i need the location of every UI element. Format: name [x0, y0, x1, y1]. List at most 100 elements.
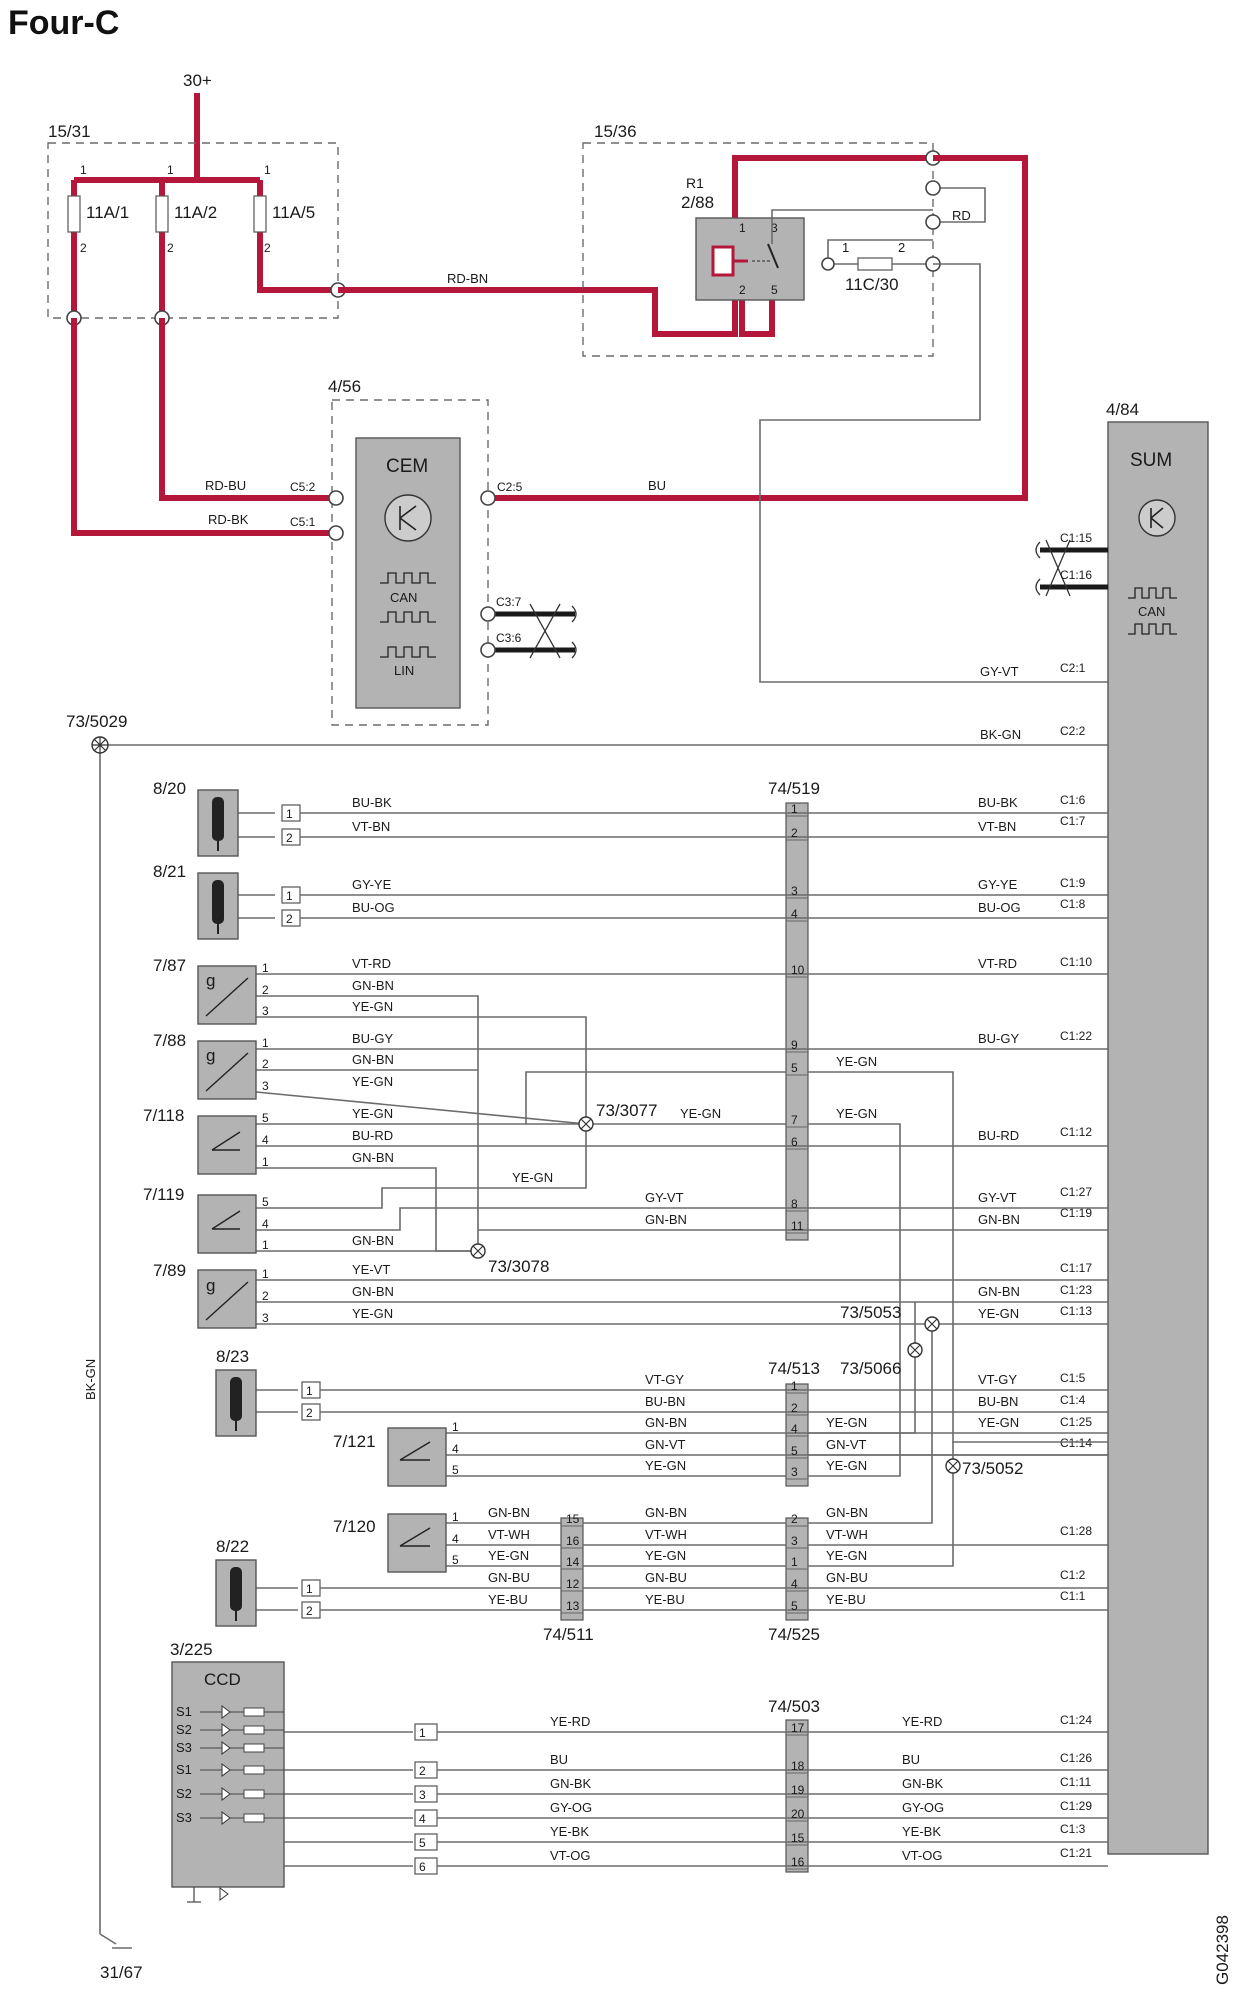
wire-label: GN-BN — [645, 1505, 687, 1520]
connector-pin-number: 2 — [791, 1512, 798, 1526]
pin-number: 1 — [262, 1036, 269, 1050]
splice-label: 73/3078 — [488, 1257, 549, 1276]
wire — [808, 1123, 901, 1477]
wire — [808, 1324, 933, 1524]
sensor-icon — [230, 1377, 242, 1421]
pin-number: 5 — [452, 1463, 459, 1477]
connector-pin-number: 16 — [566, 1534, 580, 1548]
wire-label: YE-GN — [645, 1458, 686, 1473]
diagram-title: Four-C — [8, 4, 120, 42]
wire-label: VT-GY — [645, 1372, 684, 1387]
splice-cross — [472, 1245, 484, 1257]
ccd-resistor-icon — [243, 1813, 265, 1823]
component-ccd: 3/225 CCD — [170, 1640, 285, 1903]
wire-label: YE-GN — [826, 1548, 867, 1563]
yaw-sensor-icon — [211, 1210, 241, 1230]
sum-pin-label: C1:16 — [1060, 568, 1092, 582]
ccd-diode-icon — [219, 1887, 229, 1901]
fuse-11c30: 11C/30 — [845, 275, 899, 294]
pin-number: 3 — [419, 1788, 426, 1802]
sum-pin-labels: C1:15C1:16C2:1C2:2C1:6C1:7C1:9C1:8C1:10C… — [980, 531, 1092, 1860]
wire-label: GY-OG — [902, 1800, 944, 1815]
pin-number: 1 — [306, 1384, 313, 1398]
cem-pin: C5:1 — [290, 515, 316, 529]
component-7-121: 7/121 — [333, 1427, 447, 1487]
sum-can: CAN — [1138, 604, 1165, 619]
ground-wire-vertical: BK-GN — [83, 1359, 98, 1400]
wire-label: YE-RD — [550, 1714, 590, 1729]
sum-pin-label: C1:12 — [1060, 1125, 1092, 1139]
wire-label: YE-GN — [826, 1458, 867, 1473]
fuse-pin-label: 1 — [167, 163, 174, 177]
sum-pin-label: C1:26 — [1060, 1751, 1092, 1765]
sum-pin-label: C1:1 — [1060, 1589, 1086, 1603]
component-8-23: 8/23 — [215, 1347, 257, 1437]
wire-label: VT-WH — [488, 1527, 530, 1542]
sum-pin-label: C1:24 — [1060, 1713, 1092, 1727]
ccd-diode-icon — [221, 1741, 231, 1755]
sum-pin-label: C1:22 — [1060, 1029, 1092, 1043]
wire-label: GY-VT — [980, 664, 1019, 679]
ccd-switch-label: S2 — [176, 1722, 192, 1737]
pin-number: 3 — [262, 1004, 269, 1018]
sum-pin-label: C2:2 — [1060, 724, 1086, 738]
component-label: 8/21 — [153, 862, 186, 881]
splice-cross — [926, 1318, 938, 1330]
wire-label: VT-RD — [352, 956, 391, 971]
sum-pin-label: C1:15 — [1060, 531, 1092, 545]
fuse-pin-label: 1 — [80, 163, 87, 177]
component-label: 7/87 — [153, 956, 186, 975]
wire-label: YE-RD — [902, 1714, 942, 1729]
ccd-diode-icon — [221, 1787, 231, 1801]
wire — [808, 1442, 954, 1567]
pin-number: 1 — [262, 961, 269, 975]
wire-label: YE-BU — [645, 1592, 685, 1607]
sum-pin-label: C1:23 — [1060, 1283, 1092, 1297]
wire — [256, 995, 479, 1251]
sum-pin-label: C1:3 — [1060, 1822, 1086, 1836]
component-7-120: 7/120 — [333, 1513, 447, 1573]
wire-label: YE-BU — [488, 1592, 528, 1607]
pin-number: 2 — [419, 1764, 426, 1778]
fusebox: 15/31 11A/1 11A/2 11A/5 1 1 1 2 2 2 — [47, 122, 346, 326]
component-8-20: 8/20 — [153, 779, 239, 857]
connector-pin-number: 2 — [791, 1401, 798, 1415]
wire-label: YE-GN — [978, 1415, 1019, 1430]
wire — [256, 1124, 587, 1209]
wire-label: GN-BN — [352, 1233, 394, 1248]
ccd-resistor-icon — [243, 1789, 265, 1799]
sum-name: SUM — [1130, 450, 1172, 471]
sum-pin-label: C1:2 — [1060, 1568, 1086, 1582]
component-label: 7/121 — [333, 1432, 376, 1451]
connector-pin-number: 8 — [791, 1197, 798, 1211]
g-sensor-icon: g — [206, 971, 215, 990]
g-sensor-icon: g — [206, 1046, 215, 1065]
wire-label: GN-BU — [488, 1570, 530, 1585]
yaw-sensor-icon — [399, 1527, 431, 1547]
splice-label: 73/5066 — [840, 1359, 901, 1378]
connector-pin-number: 1 — [791, 1555, 798, 1569]
relay-id: 2/88 — [681, 193, 714, 212]
supply-label: 30+ — [183, 71, 212, 90]
wire-label: GN-BU — [645, 1570, 687, 1585]
pin-number: 2 — [306, 1406, 313, 1420]
fuse-label-1: 11A/1 — [86, 203, 129, 222]
pin-number: 6 — [419, 1860, 426, 1874]
lin-signal-icon — [380, 646, 436, 658]
wire-label: VT-GY — [978, 1372, 1017, 1387]
wire-label: VT-OG — [902, 1848, 942, 1863]
wire-label: BU — [550, 1752, 568, 1767]
component-label: 8/23 — [216, 1347, 249, 1366]
wire-label: VT-OG — [550, 1848, 590, 1863]
fuse-pin: 2 — [898, 240, 905, 255]
ccd-switch-label: S3 — [176, 1740, 192, 1755]
wire-rd-bn: RD-BN — [447, 271, 488, 286]
ccd-switch-label: S1 — [176, 1762, 192, 1777]
sensor-icon — [230, 1567, 242, 1611]
sum-pin-label: C1:17 — [1060, 1261, 1092, 1275]
connector-pin-number: 5 — [791, 1444, 798, 1458]
component-7-119: 7/119 — [143, 1185, 257, 1254]
g-sensor-icon: g — [206, 1276, 215, 1295]
connector-pin-number: 9 — [791, 1038, 798, 1052]
